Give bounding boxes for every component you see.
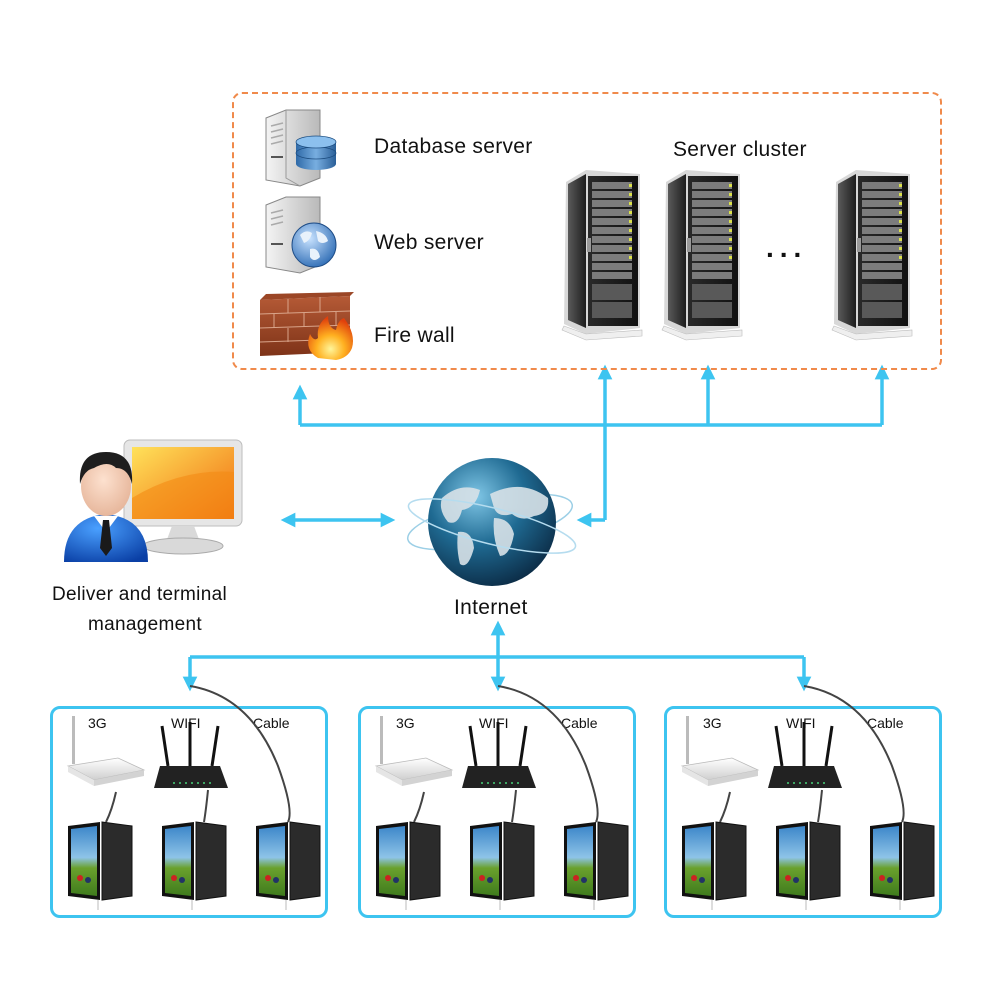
server-rack-3[interactable] [831,169,913,341]
server-zone [232,92,942,370]
group-1-wifi-label: WIFI [171,715,201,731]
database-server-icon [265,109,337,187]
tablet-device-icon[interactable] [775,821,841,911]
database-server[interactable] [262,108,342,193]
group-3-cable-label: Cable [867,715,904,731]
tablet-device-icon[interactable] [161,821,227,911]
tablet-device-icon[interactable] [67,821,133,911]
database-server-label: Database server [374,135,533,158]
group-3-devices [681,685,935,911]
internet-label: Internet [454,596,528,619]
tablet-device-icon[interactable] [563,821,629,911]
management-label-line1: Deliver and terminal [52,584,227,605]
web-server[interactable] [262,195,342,280]
group-2-devices [375,685,629,911]
group-3-wifi-label: WIFI [786,715,816,731]
group-1-cable-label: Cable [253,715,290,731]
group-3-3g-label: 3G [703,715,722,731]
cable-line [803,685,905,823]
tablet-device-icon[interactable] [375,821,441,911]
internet-globe[interactable] [402,452,582,597]
tablet-device-icon[interactable] [681,821,747,911]
wifi-router-icon[interactable] [460,720,538,790]
wifi-router-icon[interactable] [766,720,844,790]
wifi-router-icon[interactable] [152,720,230,790]
server-rack-2[interactable] [661,169,743,341]
server-rack-1[interactable] [561,169,643,341]
globe-icon [406,458,577,586]
tablet-device-icon[interactable] [869,821,935,911]
group-2-3g-label: 3G [396,715,415,731]
server-cluster [561,169,913,341]
tablet-device-icon[interactable] [255,821,321,911]
management-label-line2: management [88,614,202,635]
group-1-devices [67,685,321,911]
group-1-3g-label: 3G [88,715,107,731]
tablet-device-icon[interactable] [469,821,535,911]
cluster-ellipsis: ... [766,232,808,263]
group-2-wifi-label: WIFI [479,715,509,731]
3g-router-icon[interactable] [67,715,145,787]
group-2-cable-label: Cable [561,715,598,731]
firewall-icon [259,292,354,360]
web-server-icon [265,196,337,274]
user-computer-icon [64,439,243,562]
3g-router-icon[interactable] [681,715,759,787]
firewall-label: Fire wall [374,324,455,347]
firewall[interactable] [258,292,362,367]
cable-line [497,685,599,823]
management-terminal[interactable] [62,438,252,573]
server-cluster-label: Server cluster [673,138,807,161]
web-server-label: Web server [374,231,484,254]
cable-line [189,685,291,823]
3g-router-icon[interactable] [375,715,453,787]
